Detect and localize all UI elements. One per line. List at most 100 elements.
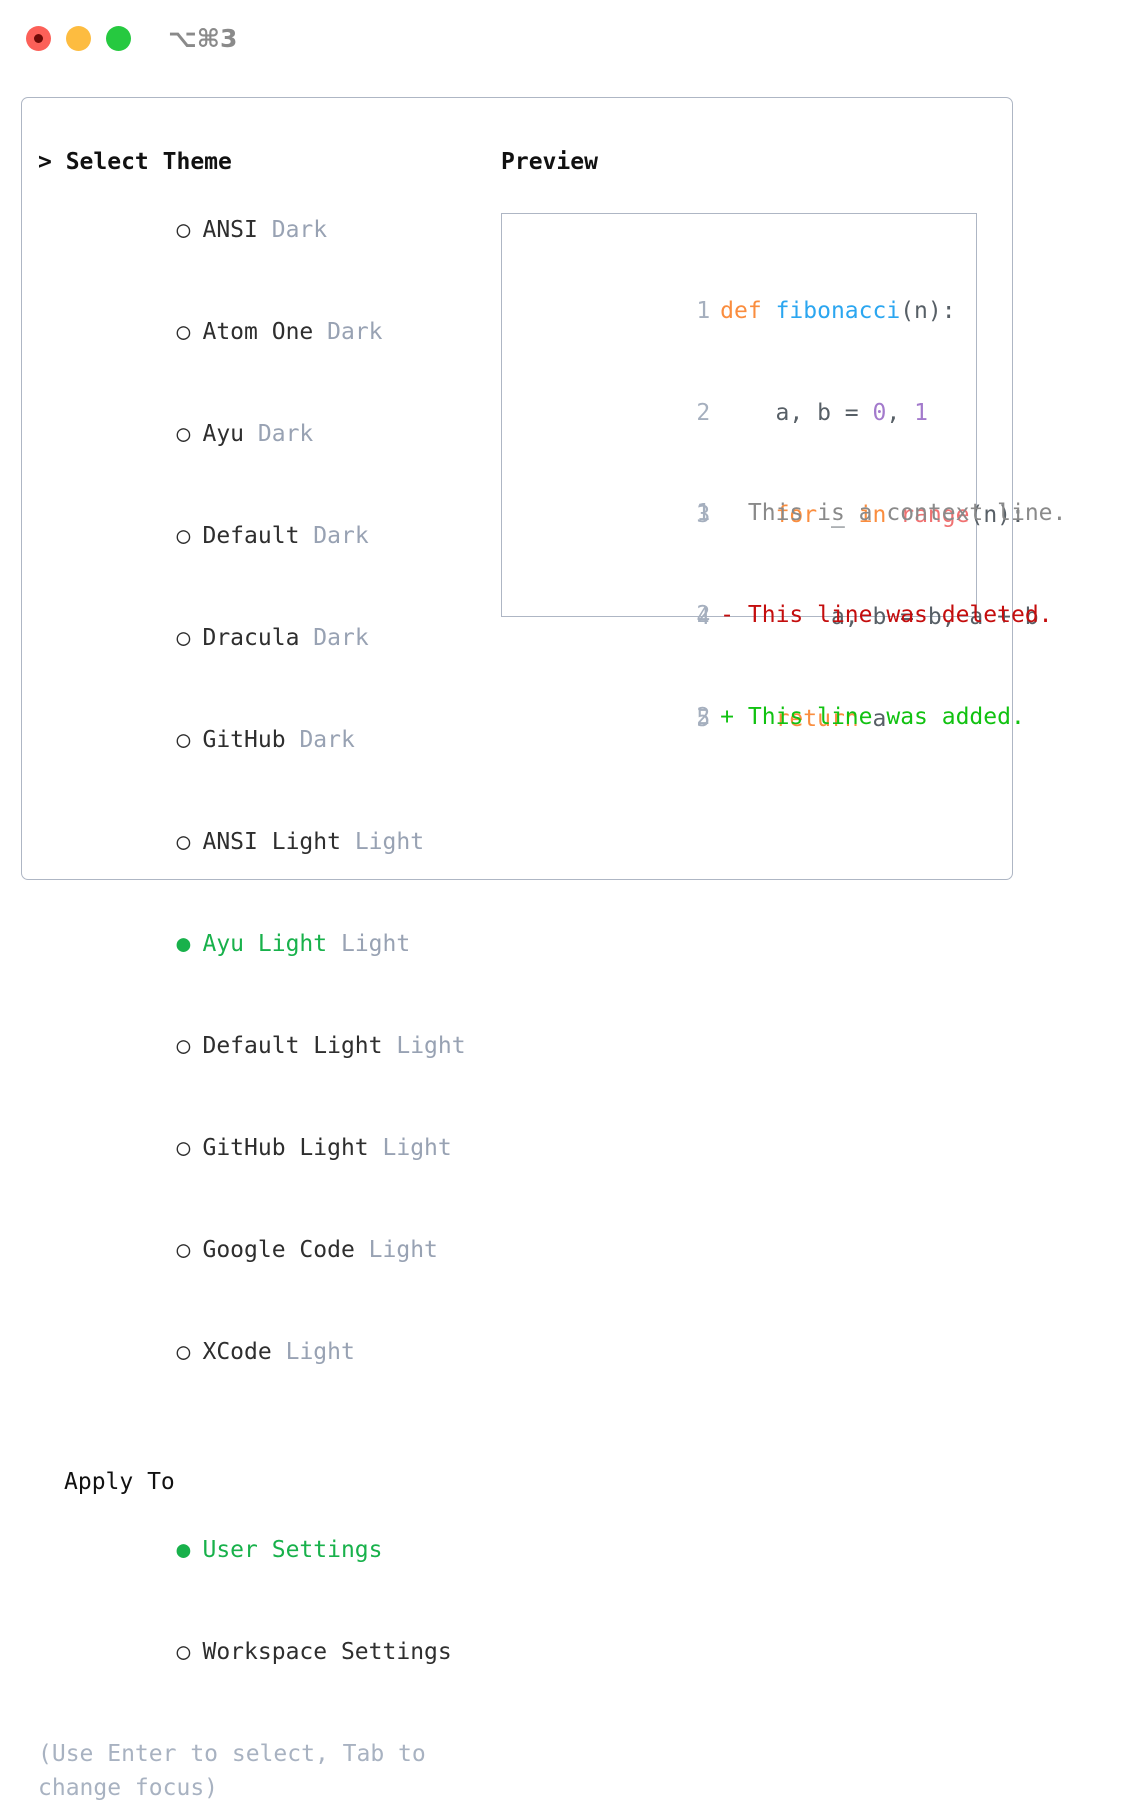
theme-name: Ayu Light [202,931,328,957]
theme-variant-badge: Dark [327,319,383,345]
radio-icon: ○ [176,829,191,855]
title-bar: ⌥⌘3 [0,0,1140,78]
theme-picker-column: > Select Theme ○ ANSI Dark ○ Atom One Dark… [38,145,488,1805]
theme-list-item[interactable]: ○ ANSI Dark [38,179,488,281]
theme-name: GitHub Light [202,1135,369,1161]
line-number: 3 [696,502,711,528]
theme-name: Ayu [202,421,245,447]
theme-variant-badge: Light [285,1339,355,1365]
code-token: return [775,706,859,732]
theme-list-item-selected[interactable]: ● Ayu Light Light [38,893,488,995]
theme-name: Atom One [202,319,314,345]
diff-text: This line was added. [734,704,1025,730]
apply-to-heading: Apply To [64,1469,175,1495]
theme-list: ○ ANSI Dark ○ Atom One Dark ○ Ayu Dark ○ Def… [38,179,488,1403]
diff-line-deleted: 2- This line was deleted. [516,564,1052,666]
main-panel: > Select Theme ○ ANSI Dark ○ Atom One Dark… [21,97,1066,1801]
code-line: 3 for _ in range(n): [516,464,1025,566]
diff-sign [720,500,734,526]
diff-text: This line was deleted. [734,602,1053,628]
theme-list-item[interactable]: ○ GitHub Light Light [38,1097,488,1199]
theme-name: ANSI Light [202,829,341,855]
code-token: def [720,298,776,324]
theme-variant-badge: Dark [313,625,369,651]
keyboard-hint-text: (Use Enter to select, Tab to change focu… [38,1741,426,1801]
theme-variant-badge: Dark [299,727,355,753]
code-token: _ [817,502,859,528]
radio-icon: ● [176,1537,191,1563]
code-token: a, b = b, a + b [720,604,1039,630]
apply-to-item-user-settings[interactable]: ● User Settings [38,1499,488,1601]
theme-list-item[interactable]: ○ ANSI Light Light [38,791,488,893]
code-token: in [858,502,887,528]
radio-icon: ○ [176,217,191,243]
code-token: range [900,502,970,528]
theme-variant-badge: Light [396,1033,466,1059]
line-number: 4 [696,604,711,630]
theme-name: ANSI [202,217,258,243]
theme-list-item[interactable]: ○ Default Dark [38,485,488,587]
radio-icon: ○ [176,1339,191,1365]
theme-list-item[interactable]: ○ Atom One Dark [38,281,488,383]
theme-list-item[interactable]: ○XCode Light [38,1301,488,1403]
theme-variant-badge: Dark [313,523,369,549]
code-token: a, b = [720,400,873,426]
theme-name: Default Light [202,1033,383,1059]
maximize-button[interactable] [106,26,131,51]
code-token: , [886,400,915,426]
radio-icon: ○ [176,319,191,345]
radio-icon: ○ [176,523,191,549]
radio-icon: ○ [176,1639,191,1665]
code-token: (n): [969,502,1025,528]
diff-line-context: 1 This is a context line. [516,462,1066,564]
minimize-button[interactable] [66,26,91,51]
diff-sign: - [720,602,735,628]
theme-list-item[interactable]: ○ Default Light Light [38,995,488,1097]
theme-variant-badge: Light [340,931,411,957]
theme-name: GitHub [202,727,286,753]
code-token: 1 [914,400,928,426]
theme-name: Google Code [202,1237,355,1263]
code-token: a [858,706,887,732]
theme-list-item[interactable]: ○ Google Code Light [38,1199,488,1301]
theme-variant-badge: Light [382,1135,452,1161]
theme-list-item[interactable]: ○ Ayu Dark [38,383,488,485]
code-line: 5 return a [516,668,970,770]
theme-variant-badge: Dark [257,421,314,447]
theme-variant-badge: Light [368,1237,438,1263]
theme-list-item[interactable]: ○ Dracula Dark [38,587,488,689]
line-number: 1 [696,500,711,526]
diff-sign: + [720,704,735,730]
radio-icon: ○ [176,1135,191,1161]
recording-indicator-icon [34,34,43,43]
code-token: for [775,502,818,528]
preview-heading: Preview [501,149,598,175]
theme-list-item[interactable]: ○GitHub Dark [38,689,488,791]
theme-name: Default [202,523,300,549]
line-number: 1 [696,298,711,324]
radio-icon: ○ [176,421,191,447]
theme-variant-badge: Light [354,829,425,855]
theme-name: Dracula [202,625,300,651]
line-number: 5 [696,706,711,732]
theme-variant-badge: Dark [271,217,328,243]
code-line: 2 a, b = 0, 1 [516,362,970,464]
code-line: 4 a, b = b, a + b [516,566,1038,668]
apply-to-label: User Settings [202,1537,383,1563]
radio-icon: ○ [176,1033,191,1059]
select-theme-heading: > Select Theme [38,149,232,175]
radio-icon: ● [176,931,191,957]
line-number: 2 [696,400,711,426]
diff-text: This is a context line. [734,500,1067,526]
apply-to-item-workspace-settings[interactable]: ○Workspace Settings [38,1601,488,1703]
radio-icon: ○ [176,625,191,651]
apply-to-list: ● User Settings ○Workspace Settings [38,1499,488,1703]
radio-icon: ○ [176,1237,191,1263]
close-button[interactable] [26,26,51,51]
diff-line-added: 2+ This line was added. [516,666,1025,768]
code-token: (n): [900,298,956,324]
